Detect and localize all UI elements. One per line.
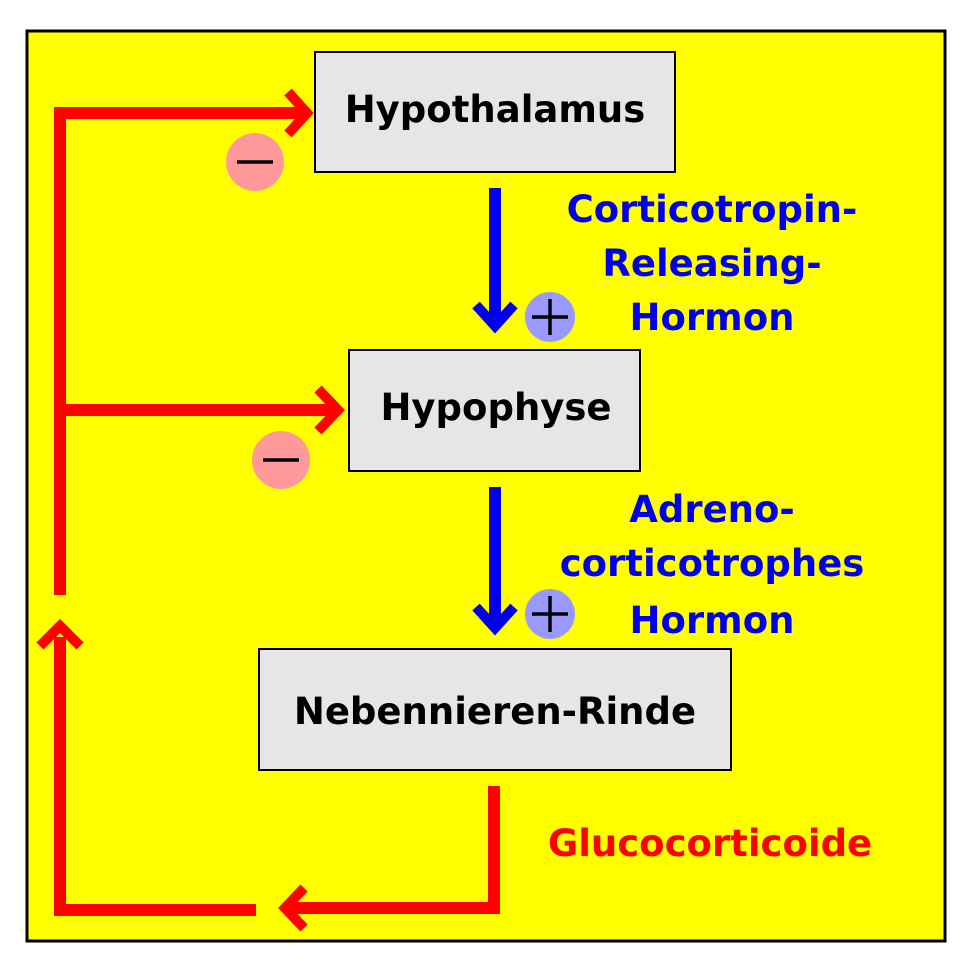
nebennieren-box: Nebennieren-Rinde <box>258 648 732 771</box>
feedback-arrowhead-up <box>36 618 84 650</box>
crh-label: Corticotropin- Releasing- Hormon <box>567 188 858 339</box>
diagram-background <box>25 29 947 943</box>
nebennieren-label: Nebennieren-Rinde <box>294 690 696 733</box>
hypothalamus-label: Hypothalamus <box>345 88 646 131</box>
acth-line-3: Hormon <box>630 599 795 642</box>
hypophyse-box: Hypophyse <box>348 349 641 472</box>
crh-arrow <box>472 188 518 334</box>
glucocorticoide-arrowhead <box>278 884 308 932</box>
crh-line-1: Corticotropin- <box>567 188 858 231</box>
acth-line-1: Adreno- <box>629 488 795 531</box>
negative-feedback-loop <box>36 88 500 932</box>
minus-badge-hypophyse <box>252 431 310 489</box>
crh-line-2: Releasing- <box>602 242 821 285</box>
hypophyse-label: Hypophyse <box>380 386 611 429</box>
plus-badge-crh <box>525 292 575 342</box>
acth-arrow <box>472 487 518 636</box>
acth-line-2: corticotrophes <box>560 542 865 585</box>
acth-label: Adreno- corticotrophes Hormon <box>560 488 865 642</box>
feedback-arrowhead-hypophyse <box>314 385 345 435</box>
plus-badge-acth <box>525 589 575 639</box>
minus-badge-hypothalamus <box>226 133 284 191</box>
hypothalamus-box: Hypothalamus <box>314 51 676 173</box>
crh-line-3: Hormon <box>630 296 795 339</box>
glucocorticoide-label: Glucocorticoide <box>548 822 872 865</box>
glucocorticoide-path <box>292 786 500 914</box>
feedback-arrowhead-hypothalamus <box>284 88 314 138</box>
